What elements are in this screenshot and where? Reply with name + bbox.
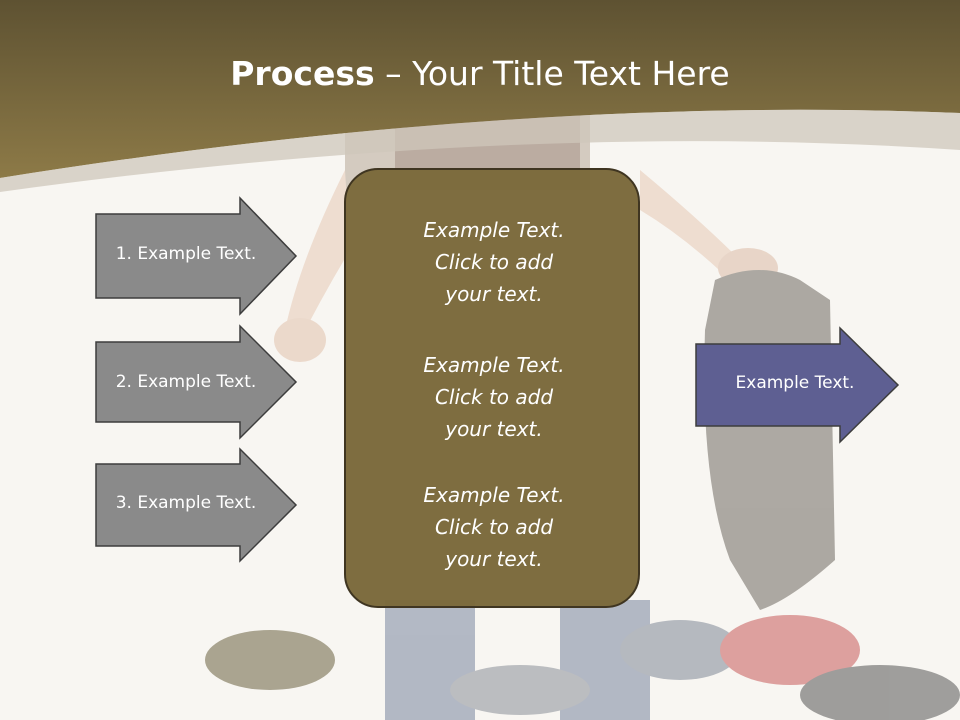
header-swoosh [0,109,960,192]
right-arrow[interactable] [695,326,900,444]
left-arrow-2[interactable] [95,324,298,440]
right-arrow-label: Example Text. [735,373,855,393]
left-arrow-3[interactable] [95,447,298,563]
center-paragraph-3: Example Text. Click to add your text. [346,479,642,575]
center-paragraph-line: Click to add [434,250,554,274]
center-paragraph-1: Example Text. Click to add your text. [346,214,642,310]
center-paragraph-line: Click to add [434,385,554,409]
title-rest: – Your Title Text Here [374,54,730,93]
left-arrow-3-label: 3. Example Text. [115,493,257,513]
center-paragraph-2: Example Text. Click to add your text. [346,349,642,445]
center-paragraph-line: your text. [445,547,543,571]
left-arrow-1[interactable] [95,196,298,316]
center-paragraph-line: Click to add [434,515,554,539]
title-bold: Process [230,54,375,93]
slide-title: Process – Your Title Text Here [0,54,960,93]
left-arrow-2-label: 2. Example Text. [115,372,257,392]
header-band [0,0,960,178]
center-paragraph-line: your text. [445,282,543,306]
center-paragraph-line: Example Text. [423,353,565,377]
center-paragraph-line: Example Text. [423,218,565,242]
left-arrow-1-label: 1. Example Text. [115,244,257,264]
center-paragraph-line: your text. [445,417,543,441]
center-text-box[interactable]: Example Text. Click to add your text. Ex… [344,168,640,608]
center-paragraph-line: Example Text. [423,483,565,507]
arrows-layer [95,196,900,563]
